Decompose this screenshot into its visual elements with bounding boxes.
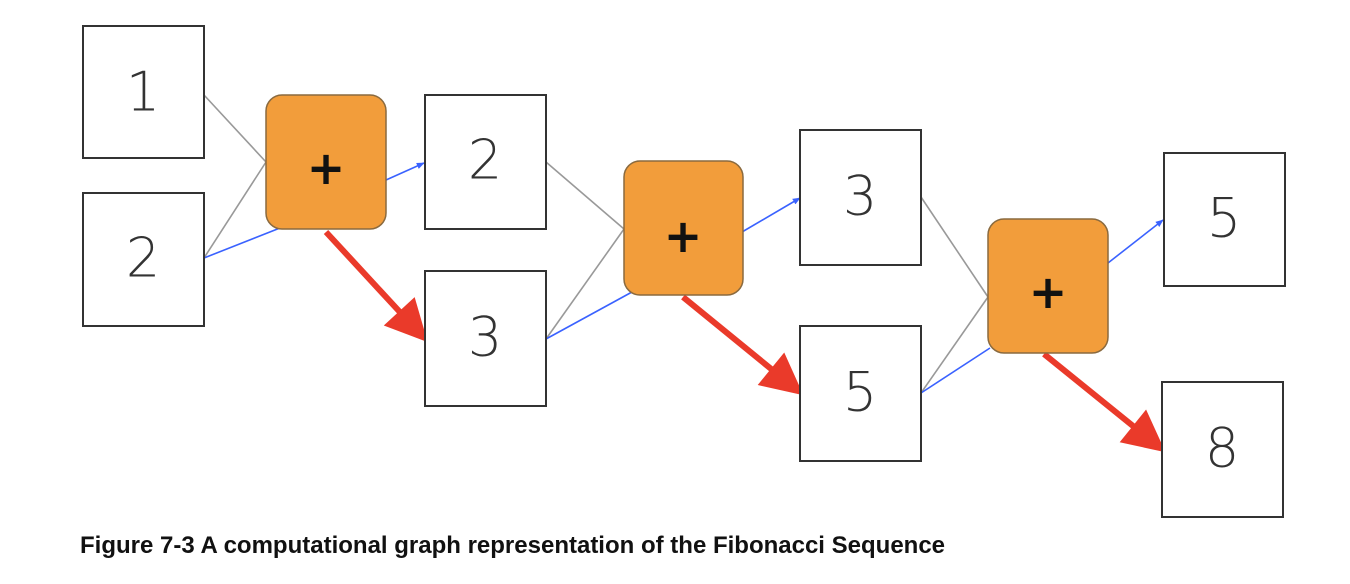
edge-n2-op1 [203, 161, 267, 259]
figure-caption: Figure 7-3 A computational graph represe… [80, 532, 946, 559]
value-node: 3 [424, 270, 547, 407]
svg-text:2: 2 [468, 129, 502, 192]
value-node: 8 [1161, 381, 1284, 518]
edge-op2-n6-sum [681, 294, 804, 396]
svg-text:5: 5 [843, 361, 877, 424]
edge-n6-op3-blue [920, 347, 991, 394]
edge-n3-op2 [545, 161, 625, 230]
edge-op2-n5 [741, 197, 801, 233]
edge-n2-op1-blue [203, 227, 281, 259]
svg-text:5: 5 [1207, 187, 1241, 250]
value-node: 5 [1163, 152, 1286, 287]
add-operator-node: + [623, 160, 744, 296]
svg-text:2: 2 [126, 227, 160, 290]
edge-n5-op3 [920, 196, 989, 298]
edge-n4-op2 [545, 228, 625, 340]
add-operator-node: + [987, 218, 1109, 354]
plus-icon: + [307, 141, 346, 195]
add-operator-node: + [265, 94, 387, 230]
value-node: 2 [424, 94, 547, 230]
value-node: 2 [82, 192, 205, 327]
plus-icon: + [1029, 265, 1068, 319]
edge-op1-n4-sum [323, 229, 428, 343]
edge-n1-op1 [203, 94, 267, 163]
value-node: 1 [82, 25, 205, 159]
edge-n4-op2-blue [545, 291, 633, 340]
edge-n6-op3 [920, 296, 989, 394]
svg-text:3: 3 [468, 306, 502, 369]
value-node: 3 [799, 129, 922, 266]
svg-text:8: 8 [1205, 417, 1239, 480]
svg-text:3: 3 [843, 165, 877, 228]
value-node: 5 [799, 325, 922, 462]
edge-op3-n8-sum [1042, 351, 1166, 453]
svg-text:1: 1 [126, 61, 160, 124]
plus-icon: + [664, 209, 703, 263]
edge-op3-n7 [1107, 219, 1164, 264]
edge-op1-n3 [385, 162, 425, 181]
